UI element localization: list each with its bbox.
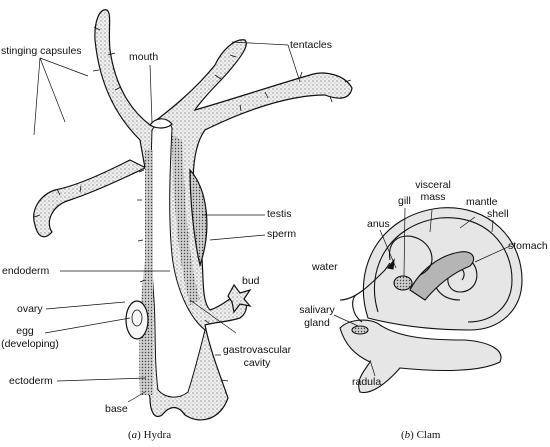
bud-shape [227, 283, 252, 314]
label-ectoderm: ectoderm [9, 375, 53, 387]
label-sperm: sperm [267, 228, 297, 240]
label-base: base [105, 403, 128, 415]
caption-hydra-name: Hydra [143, 429, 172, 441]
mouth-shape [149, 118, 173, 129]
clam-foot [339, 319, 502, 394]
label-egg: egg [16, 325, 34, 337]
label-mantle: mantle [466, 196, 498, 208]
label-tentacles: tentacles [290, 39, 333, 51]
label-anus: anus [367, 218, 390, 230]
label-bud: bud [242, 275, 260, 287]
clam-mantle [373, 217, 513, 323]
clam-pointer-lines [333, 207, 511, 377]
label-radula: radula [352, 376, 382, 388]
hydra-pointer-lines [33, 41, 301, 403]
label-salivary: salivary [299, 304, 335, 316]
label-gland: gland [304, 317, 330, 329]
label-testis: testis [267, 208, 292, 220]
caption-hydra-letter: a [131, 429, 138, 441]
label-egg-note: (developing) [1, 338, 59, 350]
caption-clam-name: Clam [416, 429, 441, 441]
label-mouth: mouth [129, 51, 159, 63]
label-shell: shell [487, 208, 509, 220]
caption-hydra: (a) Hydra [128, 429, 172, 441]
gastrovascular-cavity-shape [150, 121, 206, 398]
label-water: water [312, 261, 338, 273]
label-cavity: cavity [243, 357, 271, 369]
clam-gill [393, 275, 413, 291]
label-endoderm: endoderm [2, 265, 50, 277]
label-gill: gill [398, 195, 411, 207]
egg-shape [125, 300, 149, 340]
caption-clam: (b) Clam [401, 429, 441, 441]
clam-drawing [339, 207, 523, 394]
label-stinging-capsules: stinging capsules [1, 45, 82, 57]
label-gastrovascular: gastrovascular [222, 344, 292, 356]
label-stomach: stomach [508, 240, 548, 252]
caption-clam-letter: b [404, 429, 411, 441]
testis-shape [189, 168, 208, 268]
label-visceral: visceral [415, 179, 451, 191]
label-ovary: ovary [17, 303, 43, 315]
hydra-drawing [33, 9, 353, 421]
label-mass: mass [420, 191, 446, 203]
